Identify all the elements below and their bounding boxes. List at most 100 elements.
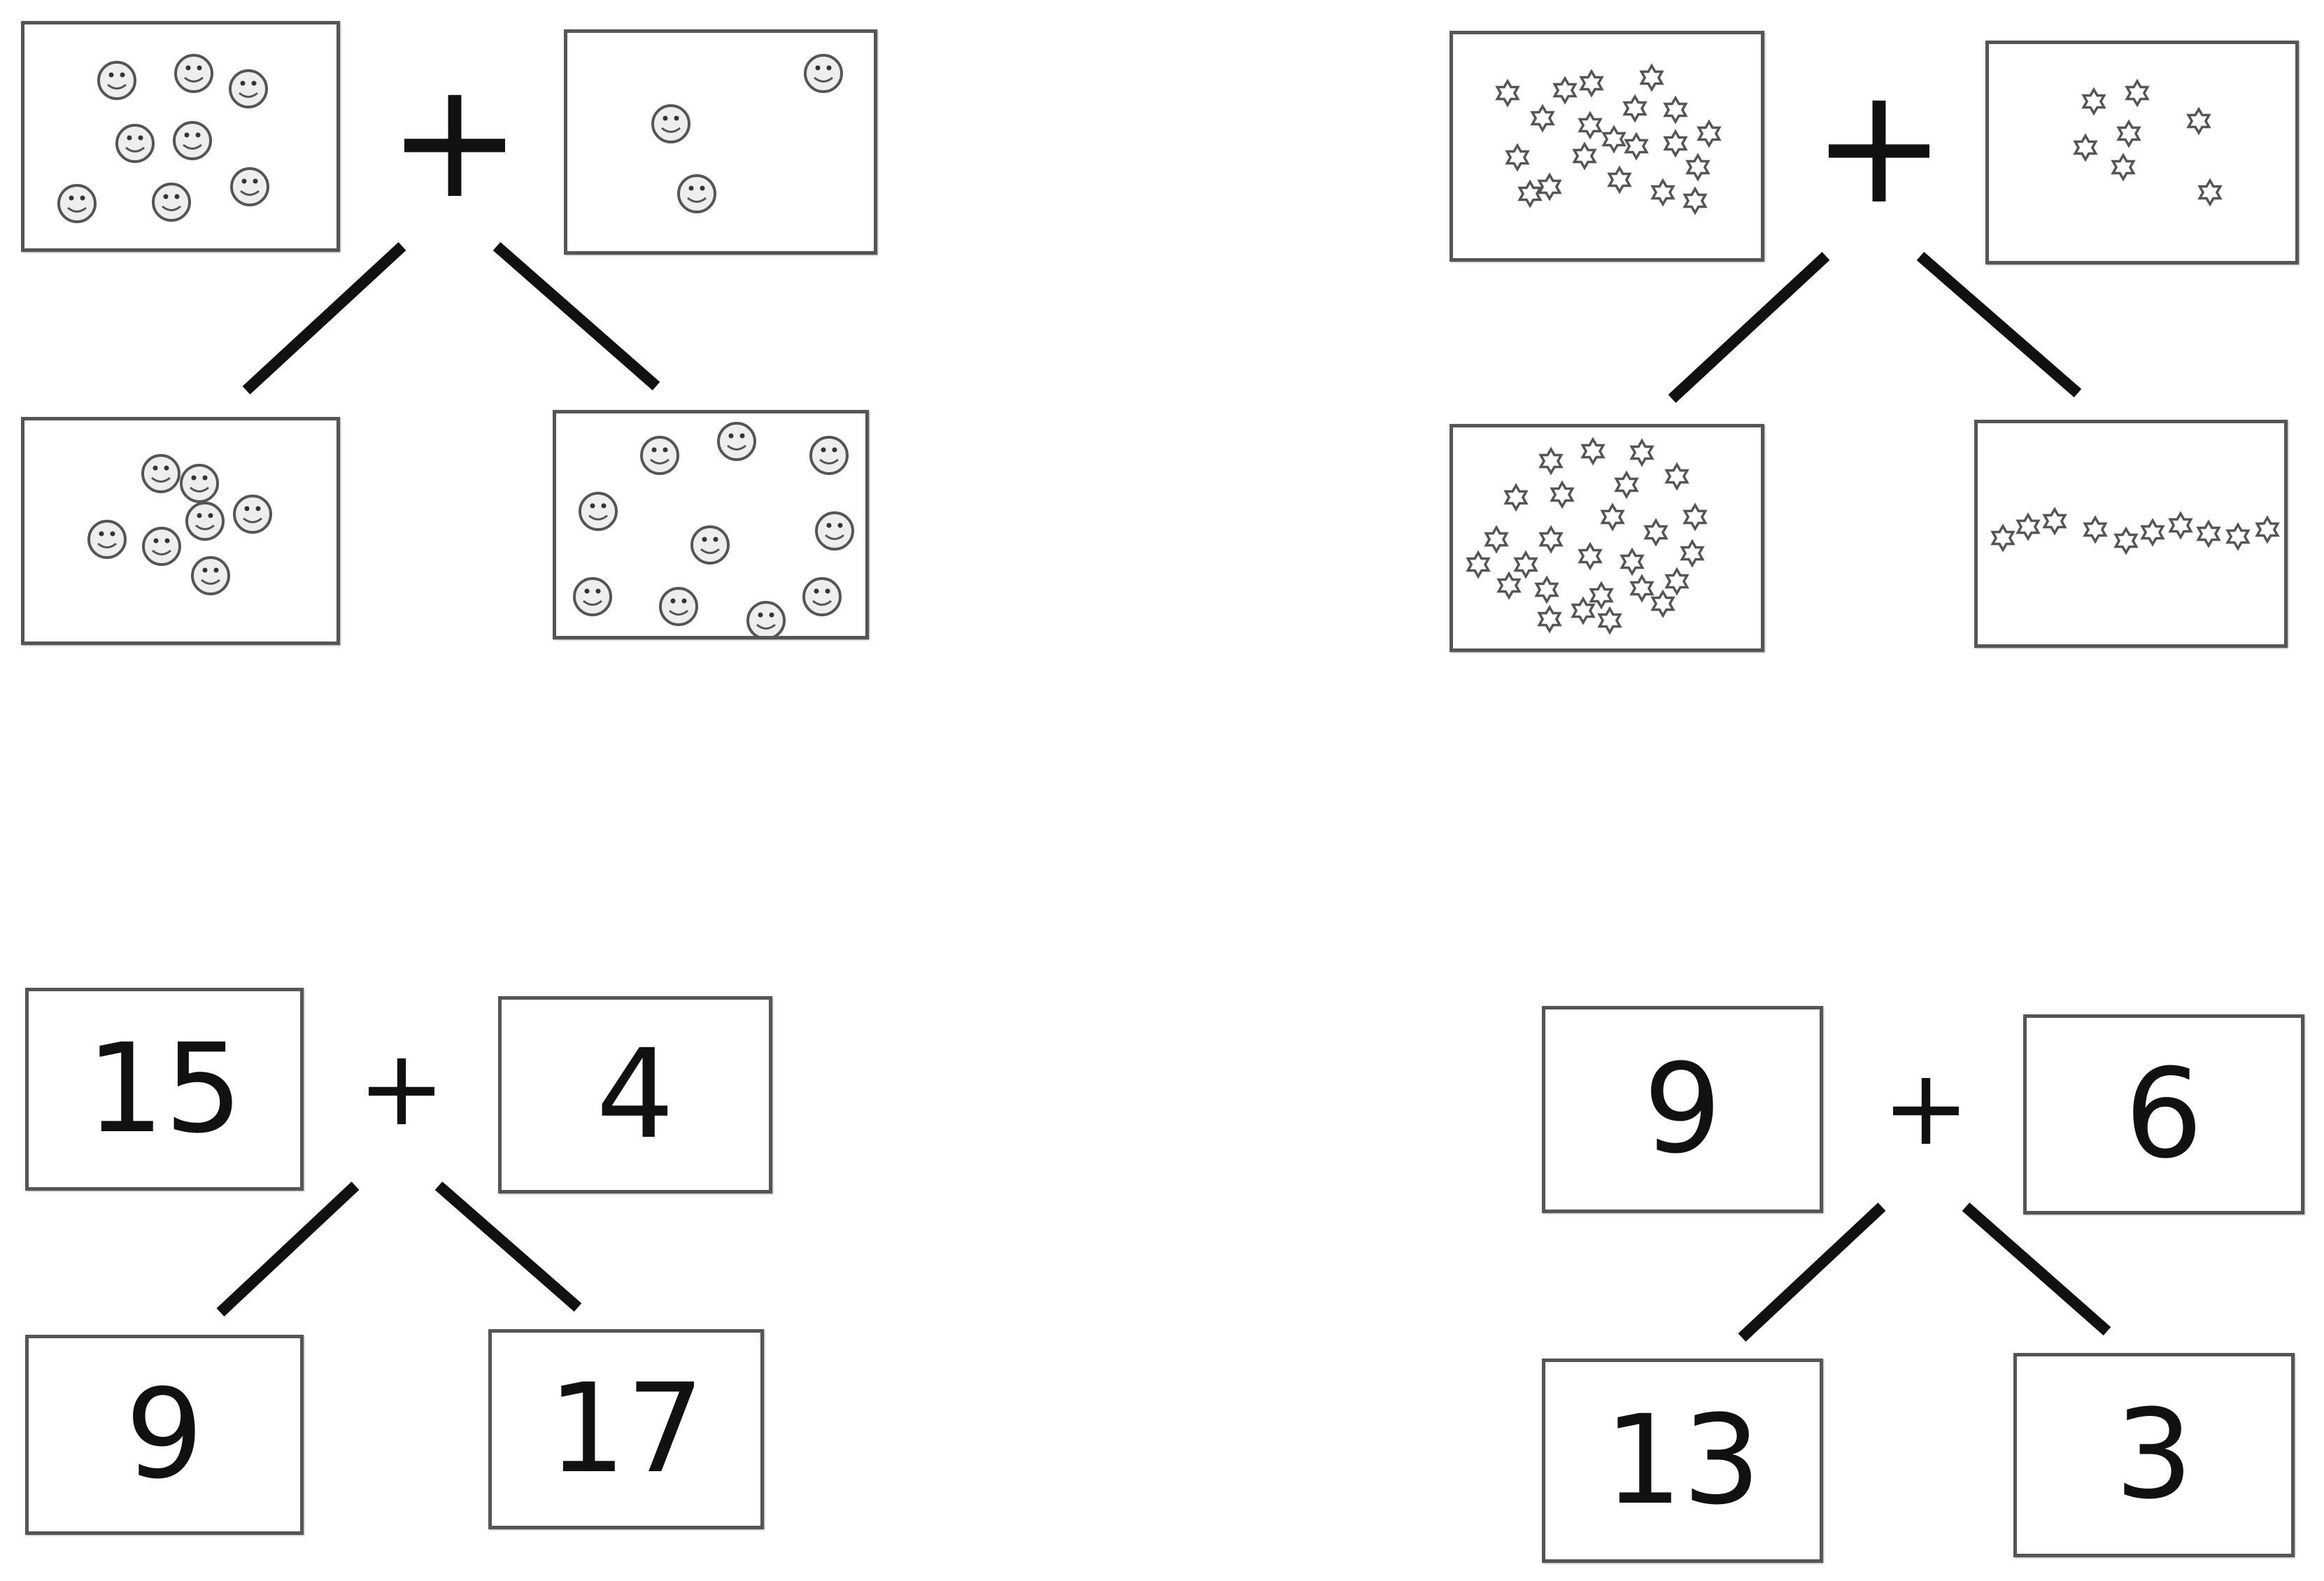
six-point-star-icon [1537, 604, 1562, 634]
six-point-star-icon [1513, 550, 1538, 579]
smiley-face-icon [804, 54, 843, 93]
six-point-star-icon [2186, 106, 2211, 136]
smiley-face-icon [97, 61, 136, 100]
number-option-left: 9 [125, 1363, 204, 1506]
smiley-face-icon [809, 436, 849, 475]
smiley-face-icon [57, 184, 97, 223]
six-point-star-icon [1589, 581, 1614, 610]
smiley-group [573, 422, 854, 636]
smiley-face-icon [802, 577, 842, 616]
number-addend-a: 15 [86, 1017, 243, 1161]
six-point-star-icon [1696, 119, 1722, 148]
smiley-face-icon [229, 69, 268, 108]
smiley-group [57, 54, 269, 223]
number-option-left-box[interactable]: 13 [1542, 1359, 1823, 1563]
six-point-star-icon [1495, 78, 1520, 108]
six-point-star-icon [2015, 512, 2041, 541]
six-point-star-icon [2140, 518, 2165, 547]
smiley-face-icon [174, 54, 213, 93]
six-point-star-icon [1620, 547, 1645, 576]
six-point-star-icon [1484, 525, 1509, 554]
six-point-star-icon [1530, 104, 1555, 133]
number-option-right-box[interactable]: 3 [2013, 1353, 2295, 1557]
six-point-star-icon [2116, 119, 2141, 148]
connector-line [1668, 252, 1830, 403]
connector-line [434, 1181, 582, 1312]
number-option-right: 17 [548, 1357, 704, 1501]
six-point-star-icon [1601, 125, 1627, 154]
six-point-star-icon [1578, 111, 1603, 140]
six-point-star-icon [1629, 438, 1655, 467]
star-addend-b-box [1985, 41, 2299, 264]
connector-line [216, 1182, 360, 1317]
six-point-star-icon [1682, 186, 1708, 215]
six-point-star-icon [1682, 502, 1708, 532]
six-point-star-icon [1664, 462, 1689, 491]
six-point-star-icon [2168, 511, 2193, 540]
six-point-star-icon [2125, 78, 2150, 108]
six-point-star-icon [1537, 172, 1562, 201]
six-point-star-icon [1580, 437, 1606, 466]
smiley-addend-a-box [21, 21, 340, 252]
star-option-left-box[interactable] [1450, 424, 1764, 652]
smiley-face-icon [185, 502, 225, 541]
six-point-star-icon [1643, 518, 1668, 547]
six-point-star-icon [1572, 141, 1597, 171]
six-point-star-icon [1496, 571, 1522, 600]
smiley-face-icon [815, 511, 854, 551]
star-group [1495, 63, 1722, 215]
six-point-star-icon [2083, 515, 2108, 544]
six-point-star-icon [1663, 129, 1688, 158]
connector-line [242, 242, 406, 395]
six-point-star-icon [1571, 596, 1596, 625]
plus-sign: + [357, 1028, 446, 1149]
smiley-face-icon [141, 454, 180, 493]
number-option-right: 3 [2115, 1383, 2193, 1526]
connector-line [1738, 1203, 1886, 1342]
number-option-left-box[interactable]: 9 [25, 1335, 304, 1535]
six-point-star-icon [1639, 63, 1664, 92]
star-option-right-box[interactable] [1974, 420, 2288, 648]
smiley-face-icon [579, 492, 618, 531]
six-point-star-icon [2073, 133, 2098, 162]
star-group [2073, 78, 2223, 207]
number-option-left: 13 [1604, 1389, 1761, 1532]
six-point-star-icon [1503, 483, 1529, 512]
smiley-face-icon [677, 174, 716, 213]
number-addend-a-box: 15 [25, 988, 304, 1191]
star-group [1990, 506, 2280, 555]
six-point-star-icon [1680, 539, 1705, 568]
six-point-star-icon [1466, 550, 1491, 579]
six-point-star-icon [1629, 574, 1655, 603]
number-addend-b-box: 4 [498, 996, 772, 1193]
six-point-star-icon [2042, 506, 2067, 536]
six-point-star-icon [1624, 132, 1649, 161]
smiley-option-left-box[interactable] [21, 417, 340, 645]
six-point-star-icon [1552, 76, 1578, 105]
six-point-star-icon [1538, 446, 1564, 476]
smiley-face-icon [180, 464, 219, 503]
six-point-star-icon [1578, 541, 1603, 571]
six-point-star-icon [1614, 470, 1639, 499]
six-point-star-icon [1607, 165, 1632, 194]
smiley-face-icon [191, 556, 230, 595]
smiley-face-icon [746, 601, 786, 636]
six-point-star-icon [1685, 153, 1710, 182]
number-option-right-box[interactable]: 17 [488, 1329, 764, 1529]
smiley-face-icon [651, 104, 690, 143]
smiley-face-icon [87, 520, 127, 559]
smiley-face-icon [717, 422, 756, 461]
smiley-option-right-box[interactable] [553, 410, 869, 639]
plus-sign: + [387, 48, 523, 234]
smiley-face-icon [173, 121, 212, 160]
six-point-star-icon [1990, 523, 2015, 553]
six-point-star-icon [1538, 525, 1564, 554]
number-addend-b-box: 6 [2023, 1014, 2304, 1214]
connector-line [493, 241, 660, 391]
six-point-star-icon [2081, 87, 2106, 116]
smiley-addend-b-box [564, 29, 877, 255]
six-point-star-icon [2197, 178, 2223, 207]
number-addend-a: 9 [1643, 1037, 1722, 1181]
plus-sign: + [1811, 53, 1947, 240]
